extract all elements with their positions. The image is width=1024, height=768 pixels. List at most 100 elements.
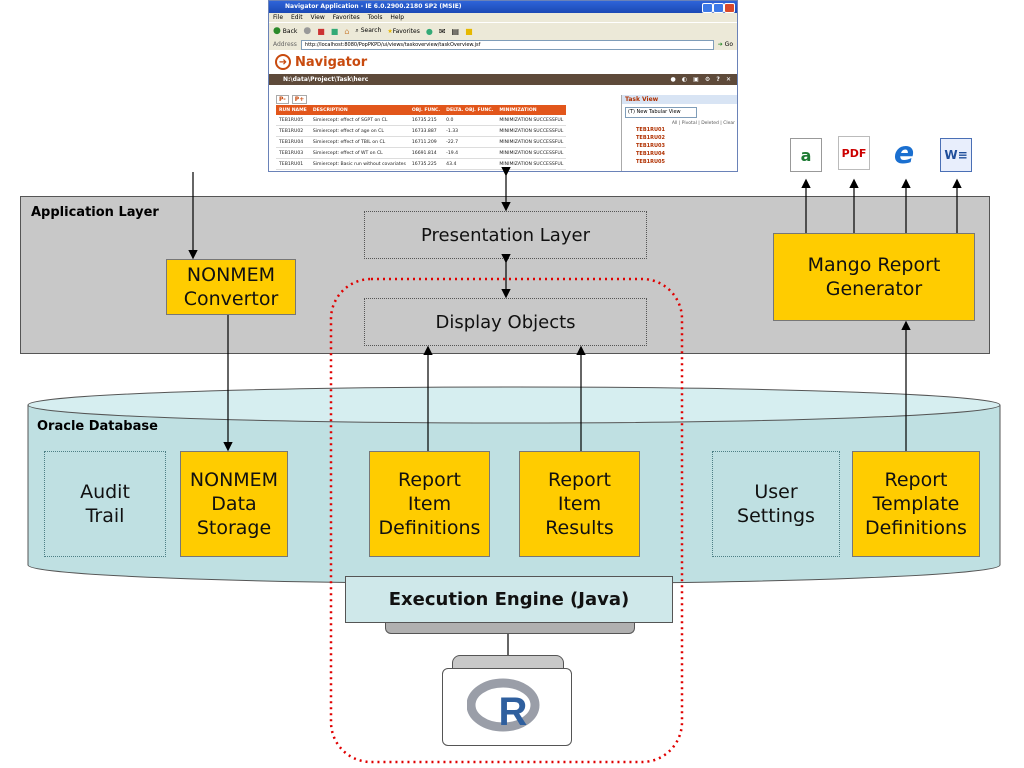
audit-trail-box: Audit Trail (44, 451, 166, 557)
browser-titlebar: Navigator Application - IE 6.0.2900.2180… (269, 1, 737, 13)
report-template-definitions-box: Report Template Definitions (852, 451, 980, 557)
task-view-panel: Task View (T) New Tabular View All | Piv… (621, 95, 737, 171)
minimize-button[interactable] (702, 3, 713, 13)
table-cell: 43.4 (443, 158, 497, 170)
table-cell: 16733.887 (408, 125, 444, 137)
path-toolbar-icons[interactable]: ● ◐ ▣ ⚙ ? ✕ (670, 76, 733, 83)
table-cell: TEB1RU01 (276, 158, 310, 170)
mango-report-generator-box: Mango Report Generator (773, 233, 975, 321)
application-layer-title: Application Layer (31, 205, 159, 220)
table-cell: TEB1RU04 (276, 136, 310, 148)
star-icon: ★ (387, 27, 393, 35)
table-cell: MINIMIZATION SUCCESSFUL (496, 147, 567, 159)
r-logo-icon: R (467, 678, 540, 734)
pdf-icon: PDF (838, 136, 870, 170)
r-logo-letter: R (499, 690, 528, 734)
execution-engine-base (385, 620, 635, 634)
col-minimization[interactable]: MINIMIZATION (496, 105, 567, 115)
navigator-app-name: Navigator (295, 54, 368, 70)
navigator-header: ➜ Navigator (269, 50, 737, 74)
go-button[interactable]: ➜ Go (717, 41, 733, 48)
task-item[interactable]: TEB1RU05 (636, 159, 665, 165)
menu-tools[interactable]: Tools (367, 14, 383, 21)
browser-toolbar: ● Back ● ■ ■ ⌂ ⌕ Search ★Favorites ● ✉ ▤… (269, 22, 737, 39)
menu-view[interactable]: View (310, 14, 325, 21)
table-cell: Simiercept: effect of WT on CL (309, 147, 409, 159)
table-cell: TEB1RU03 (276, 147, 310, 159)
table-cell: 16735.215 (408, 115, 444, 126)
table-row[interactable]: TEB1RU05 Simiercept: effect of SGPT on C… (276, 115, 567, 126)
table-cell: Simiercept: effect of SGPT on CL (309, 115, 409, 126)
menu-favorites[interactable]: Favorites (332, 14, 360, 21)
menu-edit[interactable]: Edit (290, 14, 303, 21)
browser-screenshot: Navigator Application - IE 6.0.2900.2180… (268, 0, 738, 172)
task-view-filters[interactable]: All | Pivotal | Deleted | Clear (671, 121, 735, 126)
table-cell: MINIMIZATION SUCCESSFUL (496, 158, 567, 170)
col-run-name[interactable]: RUN NAME (276, 105, 310, 115)
table-row[interactable]: TEB1RU03 Simiercept: effect of WT on CL … (276, 147, 567, 159)
forward-icon[interactable]: ● (303, 26, 312, 36)
table-header-row: RUN NAME DESCRIPTION OBJ. FUNC. DELTA. O… (276, 105, 567, 115)
r-engine-box: R (442, 668, 572, 746)
menu-file[interactable]: File (273, 14, 284, 21)
browser-menubar: File Edit View Favorites Tools Help (269, 13, 737, 22)
address-input[interactable]: http://localhost:8080/PopPKPD/ui/views/t… (300, 39, 714, 50)
excel-icon: a (790, 138, 822, 172)
col-obj-func[interactable]: OBJ. FUNC. (408, 105, 444, 115)
search-icon: ⌕ (355, 27, 359, 34)
word-icon: W≡ (940, 138, 972, 172)
nonmem-data-storage-box: NONMEM Data Storage (180, 451, 288, 557)
table-cell: 0.0 (443, 115, 497, 126)
history-icon[interactable]: ● (425, 26, 433, 36)
table-cell: 16735.225 (408, 158, 444, 170)
stop-icon[interactable]: ■ (317, 26, 325, 36)
task-view-select[interactable]: (T) New Tabular View (625, 107, 697, 118)
table-cell: TEB1RU02 (276, 125, 310, 137)
p-plus-button[interactable]: P+ (291, 95, 308, 104)
table-cell: -19.4 (443, 147, 497, 159)
table-cell: TEB1RU05 (276, 115, 310, 126)
table-cell: Simiercept: effect of age on CL (309, 125, 409, 137)
address-bar: Address http://localhost:8080/PopPKPD/ui… (269, 39, 737, 50)
refresh-icon[interactable]: ■ (330, 26, 339, 36)
table-cell: 16691.814 (408, 147, 444, 159)
maximize-button[interactable] (713, 3, 724, 13)
nonmem-convertor-box: NONMEM Convertor (166, 259, 296, 315)
browser-title: Navigator Application - IE 6.0.2900.2180… (285, 3, 462, 10)
table-cell: MINIMIZATION SUCCESSFUL (496, 136, 567, 148)
pivot-buttons: P- P+ (276, 95, 308, 104)
table-cell: -22.7 (443, 136, 497, 148)
user-settings-box: User Settings (712, 451, 840, 557)
menu-help[interactable]: Help (390, 14, 405, 21)
table-cell: 16711.209 (408, 136, 444, 148)
path-bar: N:\data\Project\Task\herc ● ◐ ▣ ⚙ ? ✕ (269, 74, 737, 85)
table-cell: MINIMIZATION SUCCESSFUL (496, 125, 567, 137)
home-icon[interactable]: ⌂ (344, 26, 350, 36)
favorites-button[interactable]: ★Favorites (387, 27, 420, 35)
col-description[interactable]: DESCRIPTION (309, 105, 409, 115)
runs-table: RUN NAME DESCRIPTION OBJ. FUNC. DELTA. O… (276, 105, 567, 170)
address-label: Address (273, 41, 297, 48)
table-cell: MINIMIZATION SUCCESSFUL (496, 115, 567, 126)
task-item[interactable]: TEB1RU03 (636, 143, 665, 149)
folder-icon[interactable]: ■ (465, 26, 473, 36)
table-row[interactable]: TEB1RU01 Simiercept: Basic run without c… (276, 158, 567, 170)
table-row[interactable]: TEB1RU02 Simiercept: effect of age on CL… (276, 125, 567, 137)
table-row[interactable]: TEB1RU04 Simiercept: effect of TBIL on C… (276, 136, 567, 148)
close-button[interactable] (724, 3, 735, 13)
task-item[interactable]: TEB1RU02 (636, 135, 665, 141)
search-button[interactable]: ⌕ Search (355, 27, 382, 34)
back-button[interactable]: ● Back (273, 26, 298, 36)
oracle-database-title: Oracle Database (37, 419, 158, 434)
p-minus-button[interactable]: P- (276, 95, 289, 104)
ie-icon: e (893, 135, 915, 171)
mail-icon[interactable]: ✉ (438, 26, 446, 36)
task-item[interactable]: TEB1RU04 (636, 151, 665, 157)
table-cell: -1.33 (443, 125, 497, 137)
col-delta-obj-func[interactable]: DELTA. OBJ. FUNC. (443, 105, 497, 115)
task-item[interactable]: TEB1RU01 (636, 127, 665, 133)
navigator-logo-icon: ➜ (275, 54, 291, 70)
report-item-results-box: Report Item Results (519, 451, 640, 557)
print-icon[interactable]: ▤ (451, 26, 460, 36)
